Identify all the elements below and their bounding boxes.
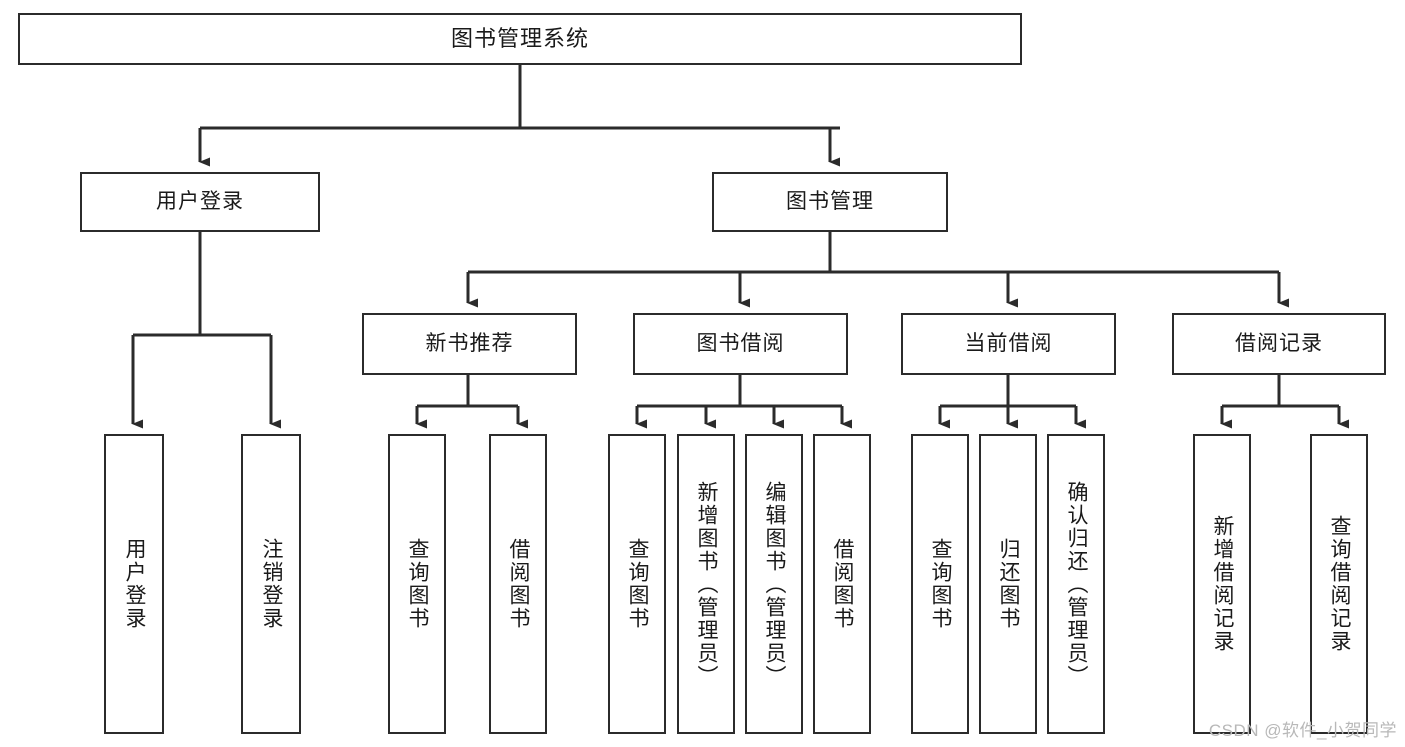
node-book-borrow[interactable]: 图书借阅 (633, 313, 848, 375)
leaf-current-query-book[interactable]: 查询图书 (911, 434, 969, 734)
leaf-record-add[interactable]: 新增借阅记录 (1193, 434, 1251, 734)
node-label: 当前借阅 (964, 332, 1053, 356)
node-label: 查询借阅记录 (1328, 515, 1351, 653)
leaf-borrow-lend-book[interactable]: 借阅图书 (813, 434, 871, 734)
node-label: 查询图书 (626, 538, 649, 630)
leaf-user-logout[interactable]: 注销登录 (241, 434, 301, 734)
node-label: 查询图书 (406, 538, 429, 630)
leaf-record-search[interactable]: 查询借阅记录 (1310, 434, 1368, 734)
node-label: 编辑图书（管理员） (763, 480, 786, 688)
leaf-borrow-edit-book[interactable]: 编辑图书（管理员） (745, 434, 803, 734)
node-label: 归还图书 (997, 538, 1020, 630)
leaf-borrow-query-book[interactable]: 查询图书 (608, 434, 666, 734)
node-label: 新增借阅记录 (1211, 515, 1234, 653)
node-label: 图书管理 (786, 190, 874, 214)
node-current-borrow[interactable]: 当前借阅 (901, 313, 1116, 375)
node-label: 图书管理系统 (450, 25, 589, 51)
node-label: 借阅图书 (831, 538, 854, 630)
node-label: 借阅记录 (1235, 332, 1323, 356)
node-label: 图书借阅 (696, 332, 785, 356)
leaf-current-confirm-return[interactable]: 确认归还（管理员） (1047, 434, 1105, 734)
node-label: 查询图书 (929, 538, 952, 630)
node-label: 注销登录 (260, 538, 283, 630)
watermark-text: CSDN @软件_小贺同学 (1208, 721, 1397, 740)
node-label: 新书推荐 (425, 332, 514, 356)
node-borrow-record[interactable]: 借阅记录 (1172, 313, 1386, 375)
leaf-recommend-borrow-book[interactable]: 借阅图书 (489, 434, 547, 734)
node-root-system[interactable]: 图书管理系统 (18, 13, 1022, 65)
leaf-borrow-add-book[interactable]: 新增图书（管理员） (677, 434, 735, 734)
node-new-book-recommend[interactable]: 新书推荐 (362, 313, 577, 375)
node-label: 确认归还（管理员） (1065, 480, 1088, 688)
leaf-user-login[interactable]: 用户登录 (104, 434, 164, 734)
node-label: 用户登录 (123, 538, 146, 630)
leaf-current-return-book[interactable]: 归还图书 (979, 434, 1037, 734)
node-label: 借阅图书 (507, 538, 530, 630)
node-label: 新增图书（管理员） (695, 480, 718, 688)
node-book-manage[interactable]: 图书管理 (712, 172, 948, 232)
node-user-login[interactable]: 用户登录 (80, 172, 320, 232)
node-label: 用户登录 (156, 190, 244, 214)
leaf-recommend-query-book[interactable]: 查询图书 (388, 434, 446, 734)
